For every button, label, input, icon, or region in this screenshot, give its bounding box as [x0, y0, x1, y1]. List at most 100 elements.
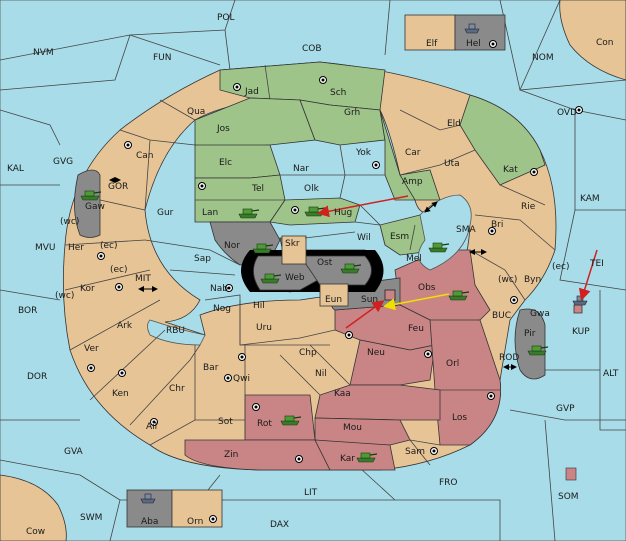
orders	[109, 177, 598, 370]
supply-center-icon	[291, 206, 299, 214]
province-zin[interactable]	[184, 439, 331, 471]
label-kup: KUP	[572, 327, 590, 337]
label-amp: Amp	[402, 177, 423, 187]
label-aba: Aba	[141, 517, 158, 527]
label-fun: FUN	[153, 53, 172, 63]
label-olk: Olk	[304, 184, 320, 194]
label-wil: Wil	[357, 233, 371, 243]
supply-center-icon	[487, 392, 495, 400]
label-nvm: NVM	[33, 48, 54, 58]
label-bor: BOR	[18, 306, 37, 316]
supply-center-icon	[150, 418, 158, 426]
label-sam: Sam	[405, 447, 425, 457]
label-wc1: (wc)	[60, 217, 79, 227]
label-skr: Skr	[285, 239, 300, 249]
province-kat[interactable]	[459, 94, 546, 186]
label-elc: Elc	[219, 158, 232, 168]
supply-center-icon	[124, 141, 132, 149]
sea-rbu	[147, 319, 206, 346]
label-pir: Pir	[524, 329, 536, 339]
label-nil: Nil	[315, 369, 327, 379]
province-elf[interactable]	[404, 14, 456, 51]
label-kor: Kor	[80, 284, 95, 294]
label-mit: MIT	[135, 274, 151, 284]
label-eun: Eun	[325, 295, 342, 305]
label-bri: Bri	[491, 220, 503, 230]
label-hug: Hug	[334, 208, 352, 218]
label-nog: Nog	[213, 304, 231, 314]
label-rot: Rot	[257, 419, 272, 429]
label-orn: Orn	[187, 517, 203, 527]
label-can: Can	[136, 151, 154, 161]
support-arrow-icon	[383, 293, 450, 311]
label-dor: DOR	[27, 372, 47, 382]
label-ec2: (ec)	[110, 265, 128, 275]
label-qwi: Qwi	[233, 374, 250, 384]
province-labels: POL NVM FUN COB Elf Hel Con NOM OVD KAL …	[7, 13, 619, 537]
label-neu: Neu	[367, 348, 385, 358]
label-jos: Jos	[216, 124, 230, 134]
province-kar[interactable]	[314, 439, 396, 471]
label-chp: Chp	[299, 348, 317, 358]
label-rod: ROD	[499, 353, 519, 363]
label-wc2: (wc)	[55, 291, 74, 301]
label-esm: Esm	[390, 232, 409, 242]
label-car: Car	[405, 148, 421, 158]
label-ark: Ark	[117, 321, 133, 331]
label-feu: Feu	[408, 324, 424, 334]
label-kaa: Kaa	[334, 389, 351, 399]
label-ail: Ail	[146, 422, 157, 432]
supply-center-icon	[233, 83, 241, 91]
province-skr-box[interactable]	[281, 235, 307, 265]
label-lit: LIT	[304, 488, 318, 498]
supply-center-icon	[209, 515, 217, 523]
supply-center-icon	[489, 40, 497, 48]
label-rie: Rie	[521, 202, 536, 212]
province-elc[interactable]	[194, 144, 281, 179]
province-eun[interactable]	[319, 283, 349, 307]
label-ec1: (ec)	[100, 241, 118, 251]
label-con: Con	[596, 38, 614, 48]
label-gor: GOR	[108, 182, 128, 192]
province-rot[interactable]	[244, 394, 316, 441]
supply-center-icon	[575, 106, 583, 114]
label-mel: Mel	[406, 254, 422, 264]
label-byn: Byn	[524, 275, 541, 285]
province-orl-los[interactable]	[429, 319, 502, 446]
label-hel: Hel	[466, 39, 481, 49]
province-kaa[interactable]	[314, 384, 441, 421]
label-nor: Nor	[224, 241, 240, 251]
label-dax: DAX	[270, 520, 289, 530]
supply-center-icon	[372, 161, 380, 169]
label-gur: Gur	[157, 208, 174, 218]
label-ost: Ost	[317, 258, 333, 268]
label-ken: Ken	[112, 389, 129, 399]
label-swm: SWM	[80, 513, 102, 523]
province-borders	[64, 99, 556, 466]
label-los: Los	[452, 413, 467, 423]
som-marker	[565, 467, 577, 481]
label-qua: Qua	[187, 107, 205, 117]
province-pir[interactable]	[514, 308, 546, 380]
label-mvu: MVU	[35, 243, 56, 253]
label-som: SOM	[558, 492, 579, 502]
label-kam: KAM	[580, 194, 600, 204]
supply-center-icon	[238, 353, 246, 361]
label-gwa: Gwa	[530, 309, 550, 319]
province-gaw[interactable]	[74, 169, 101, 238]
label-web: Web	[285, 273, 305, 283]
label-yok: Yok	[355, 148, 372, 158]
province-cow[interactable]	[0, 474, 67, 541]
label-zin: Zin	[224, 450, 238, 460]
label-grh: Grh	[344, 108, 360, 118]
supply-center-icon	[87, 364, 95, 372]
province-con[interactable]	[559, 0, 626, 81]
supply-center-icon	[488, 227, 496, 235]
label-lan: Lan	[202, 208, 218, 218]
label-obs: Obs	[418, 283, 436, 293]
supply-center-icon	[510, 296, 518, 304]
convoy-arrow-icon	[424, 201, 438, 213]
label-gaw: Gaw	[85, 202, 105, 212]
